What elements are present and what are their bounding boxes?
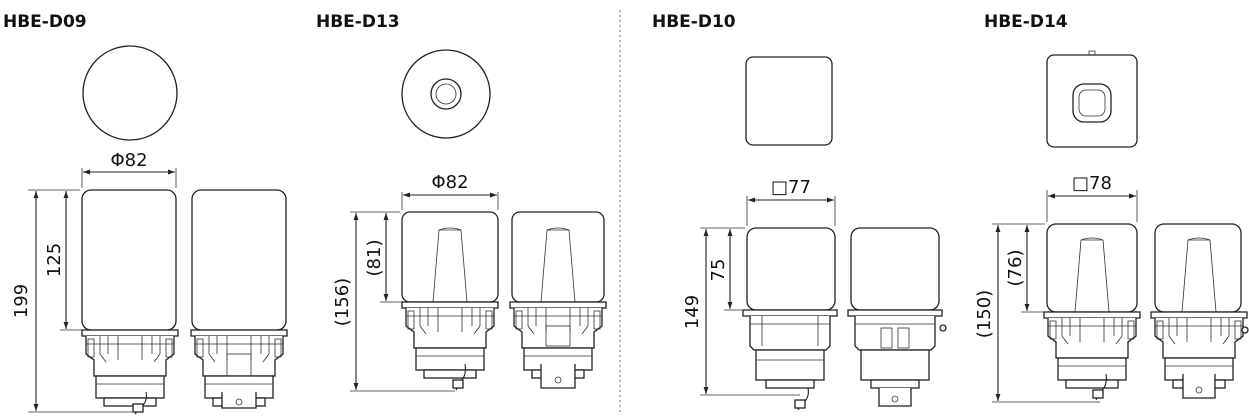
top-view — [401, 49, 491, 139]
side-view — [1150, 223, 1249, 399]
front-view — [81, 189, 179, 415]
model-title: HBE-D10 — [652, 12, 736, 32]
side-view — [190, 189, 288, 409]
overall-height-dimension: (150) — [974, 290, 995, 338]
model-hbe-d10: HBE-D10 — [652, 12, 947, 411]
width-dimension: Φ82 — [431, 172, 468, 193]
model-title: HBE-D13 — [316, 12, 400, 32]
side-view — [509, 211, 607, 389]
model-hbe-d09: HBE-D09 Φ82 199 125 — [3, 12, 288, 415]
top-view — [82, 45, 178, 141]
overall-height-dimension: 149 — [682, 295, 703, 329]
model-hbe-d13: HBE-D13 Φ82 (156) — [316, 12, 607, 392]
body-height-dimension: 75 — [708, 259, 729, 282]
top-view — [745, 56, 833, 146]
model-title: HBE-D14 — [984, 12, 1068, 32]
top-view — [1046, 50, 1138, 148]
model-title: HBE-D09 — [3, 12, 87, 32]
body-height-dimension: 125 — [44, 243, 65, 277]
body-height-dimension: (81) — [364, 240, 385, 277]
overall-height-dimension: 199 — [11, 284, 32, 318]
width-dimension: □78 — [1072, 173, 1112, 194]
width-dimension: □77 — [771, 177, 811, 198]
width-dimension: Φ82 — [110, 150, 147, 171]
body-height-dimension: (76) — [1005, 250, 1026, 287]
model-hbe-d14: HBE-D14 □78 (150) — [974, 12, 1249, 403]
side-view — [847, 227, 947, 407]
front-view — [1043, 223, 1141, 401]
front-view — [742, 227, 838, 411]
front-view — [401, 211, 499, 391]
overall-height-dimension: (156) — [332, 278, 353, 326]
